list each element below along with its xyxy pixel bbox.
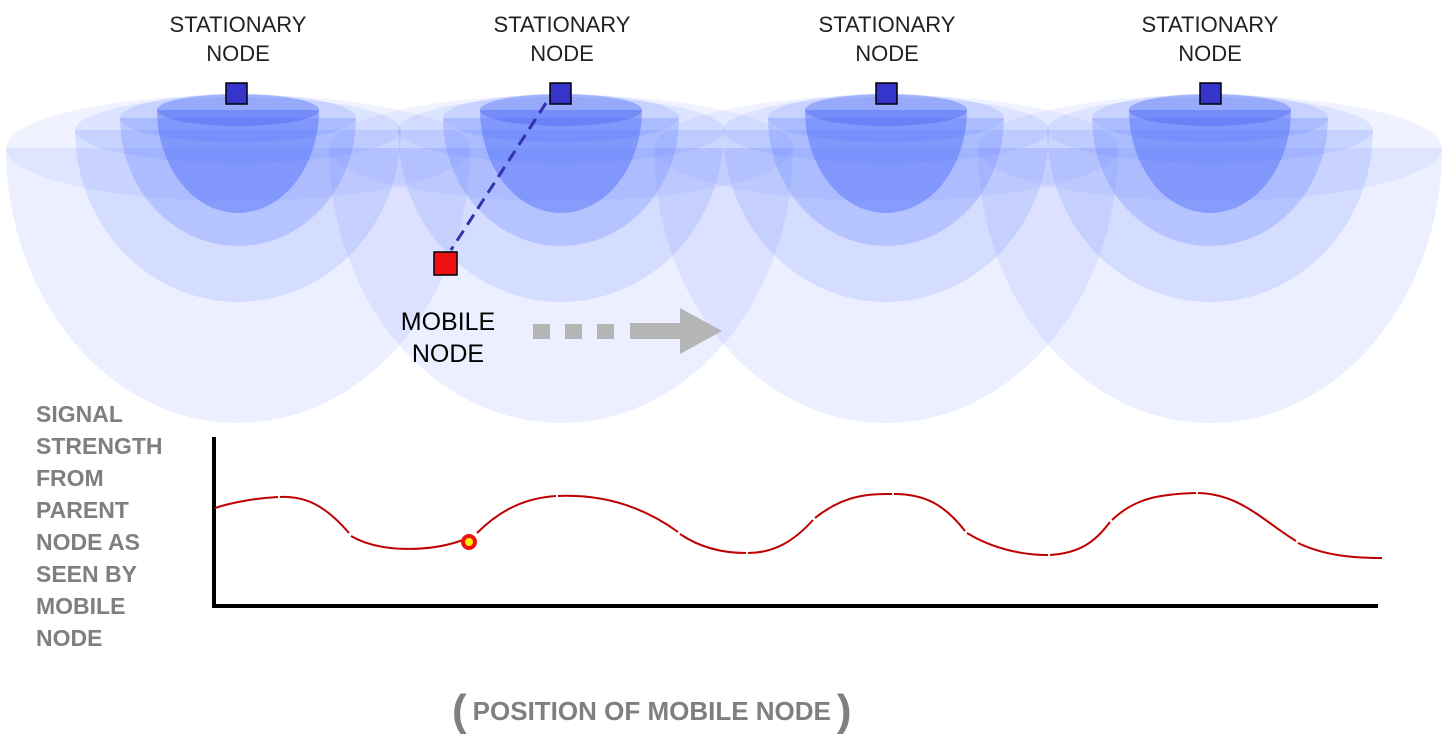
stationary-node-label-4-line1: STATIONARY bbox=[1141, 12, 1279, 37]
stationary-node-label-2: STATIONARY NODE bbox=[462, 10, 662, 68]
x-axis-label-open-paren: ( bbox=[452, 686, 467, 735]
stationary-node-4 bbox=[1199, 82, 1222, 105]
y-axis-label-line: NODE bbox=[36, 625, 103, 651]
coverage-zone-2 bbox=[329, 94, 793, 423]
stationary-node-label-1-line2: NODE bbox=[206, 41, 270, 66]
y-axis-label-line: SIGNAL bbox=[36, 401, 123, 427]
y-axis-label-line: NODE AS bbox=[36, 529, 140, 555]
stationary-node-label-1: STATIONARY NODE bbox=[138, 10, 338, 68]
x-axis-label-text: POSITION OF MOBILE NODE bbox=[472, 695, 831, 726]
stationary-node-label-3: STATIONARY NODE bbox=[787, 10, 987, 68]
stationary-node-label-3-line2: NODE bbox=[855, 41, 919, 66]
x-axis-label-close-paren: ) bbox=[836, 686, 852, 735]
coverage-zones bbox=[6, 94, 1442, 423]
y-axis-label-line: MOBILE bbox=[36, 593, 126, 619]
stationary-node-2 bbox=[549, 82, 572, 105]
stationary-node-1 bbox=[225, 82, 248, 105]
stationary-node-3 bbox=[875, 82, 898, 105]
stationary-node-label-4: STATIONARY NODE bbox=[1110, 10, 1310, 68]
stationary-node-label-2-line1: STATIONARY bbox=[493, 12, 631, 37]
y-axis-label-line: PARENT bbox=[36, 497, 129, 523]
mobile-node-label-line2: NODE bbox=[411, 340, 485, 368]
coverage-zone-3 bbox=[654, 94, 1118, 423]
y-axis-label-line: FROM bbox=[36, 465, 104, 491]
y-axis-label-line: STRENGTH bbox=[36, 433, 163, 459]
stationary-node-label-1-line1: STATIONARY bbox=[169, 12, 307, 37]
mobile-node bbox=[433, 251, 458, 276]
parent-link-line bbox=[449, 102, 548, 251]
y-axis-label: SIGNAL STRENGTH FROM PARENT NODE AS SEEN… bbox=[36, 398, 226, 654]
y-axis-label-line: SEEN BY bbox=[36, 561, 137, 587]
mobile-node-label-line1: MOBILE bbox=[400, 308, 496, 336]
movement-arrow bbox=[533, 308, 722, 354]
mobile-node-label: MOBILE NODE bbox=[348, 306, 548, 370]
x-axis-label: (POSITION OF MOBILE NODE) bbox=[452, 686, 852, 736]
signal-strength-curve bbox=[214, 492, 1383, 559]
current-position-marker bbox=[461, 534, 477, 550]
stationary-node-label-4-line2: NODE bbox=[1178, 41, 1242, 66]
coverage-zone-4 bbox=[978, 94, 1442, 423]
stationary-node-label-3-line1: STATIONARY bbox=[818, 12, 956, 37]
coverage-zone-1 bbox=[6, 94, 470, 423]
stationary-node-label-2-line2: NODE bbox=[530, 41, 594, 66]
